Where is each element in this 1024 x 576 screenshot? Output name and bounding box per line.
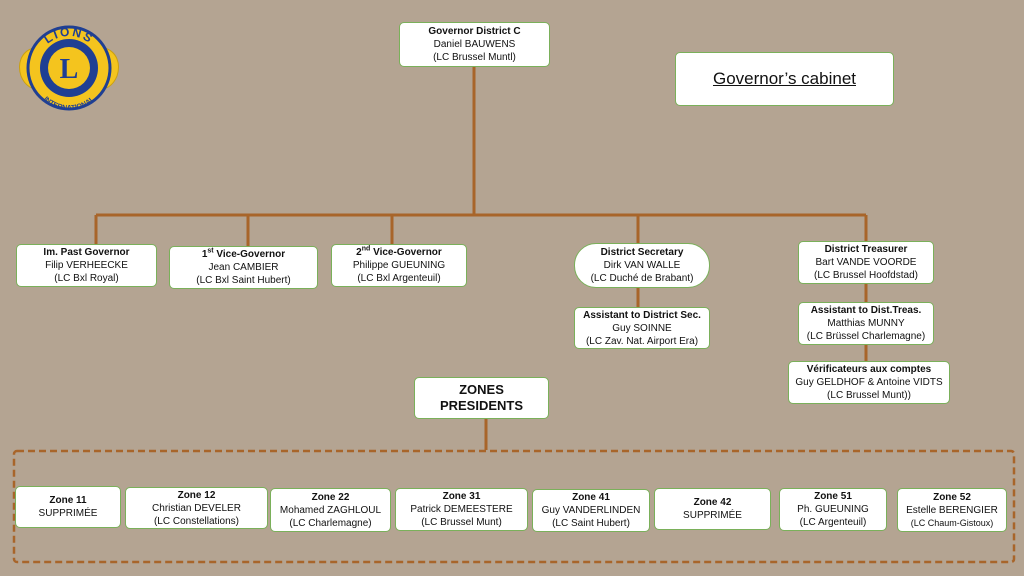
zone-title: Zone 11 xyxy=(49,495,87,506)
vice-governor-1-box: 1st Vice-Governor Jean CAMBIER (LC Bxl S… xyxy=(169,246,318,289)
zone-name: Patrick DEMEESTERE xyxy=(410,504,513,515)
auditors-box: Vérificateurs aux comptes Guy GELDHOF & … xyxy=(788,361,950,404)
officer-name: Filip VERHEECKE xyxy=(45,260,128,271)
officer-title: District Treasurer xyxy=(824,244,908,255)
zone-22-box: Zone 22 Mohamed ZAGHLOUL (LC Charlemagne… xyxy=(270,488,391,532)
governor-box: Governor District C Daniel BAUWENS (LC B… xyxy=(399,22,550,67)
officer-club: (LC Brussel Hoofdstad) xyxy=(814,270,918,281)
governor-title: Governor District C xyxy=(428,26,521,37)
vice-governor-2-box: 2nd Vice-Governor Philippe GUEUNING (LC … xyxy=(331,244,467,287)
zones-dashed-frame xyxy=(12,449,1016,564)
cabinet-title: Governor’s cabinet xyxy=(712,69,856,88)
logo-text-top: LIONS xyxy=(41,25,96,47)
zone-club: (LC Brussel Munt) xyxy=(421,517,502,528)
officer-club: (LC Bxl Saint Hubert) xyxy=(196,275,291,286)
assistant-secretary-title: Assistant to District Sec. xyxy=(583,309,701,321)
zone-title: Zone 42 xyxy=(693,497,732,508)
zone-club: (LC Charlemagne) xyxy=(289,517,372,529)
governor-name: Daniel BAUWENS xyxy=(433,39,516,50)
zone-club: (LC Chaum-Gistoux) xyxy=(910,517,994,528)
zone-12-box: Zone 12 Christian DEVELER (LC Constellat… xyxy=(125,487,268,529)
zones-title-line1: ZONES xyxy=(459,382,504,397)
assistant-treasurer-club: (LC Brüssel Charlemagne) xyxy=(806,331,926,342)
lions-logo: L LIONS INTERNATIONAL xyxy=(19,25,119,112)
zone-name: Mohamed ZAGHLOUL xyxy=(279,504,382,516)
officer-title: 1st Vice-Governor xyxy=(201,247,286,260)
zone-title: Zone 12 xyxy=(177,489,216,501)
zone-title: Zone 31 xyxy=(442,491,481,502)
zone-title: Zone 41 xyxy=(572,492,610,503)
assistant-treasurer-name: Matthias MUNNY xyxy=(827,318,905,329)
officer-title: Im. Past Governor xyxy=(43,247,130,258)
zone-52-box: Zone 52 Estelle BERENGIER (LC Chaum-Gist… xyxy=(897,488,1007,532)
officer-name: Bart VANDE VOORDE xyxy=(815,257,917,268)
zone-title: Zone 22 xyxy=(311,491,350,503)
zones-presidents-box: ZONES PRESIDENTS xyxy=(414,377,549,419)
cabinet-title-box: Governor’s cabinet xyxy=(675,52,894,106)
zone-name: Estelle BERENGIER xyxy=(906,504,998,516)
zone-41-box: Zone 41 Guy VANDERLINDEN (LC Saint Huber… xyxy=(532,489,650,532)
zone-name: Guy VANDERLINDEN xyxy=(541,505,641,516)
zone-club: (LC Argenteuil) xyxy=(799,517,867,528)
zone-title: Zone 51 xyxy=(814,491,852,502)
auditors-name: Guy GELDHOF & Antoine VIDTS xyxy=(795,377,943,388)
assistant-secretary-club: (LC Zav. Nat. Airport Era) xyxy=(585,335,699,347)
officer-club: (LC Bxl Argenteuil) xyxy=(357,273,441,284)
auditors-title: Vérificateurs aux comptes xyxy=(806,364,932,375)
assistant-treasurer-title: Assistant to Dist.Treas. xyxy=(810,305,922,316)
officer-club: (LC Bxl Royal) xyxy=(54,273,119,284)
governor-club: (LC Brussel Muntl) xyxy=(433,52,516,63)
officer-title: District Secretary xyxy=(600,247,684,258)
zones-title-line2: PRESIDENTS xyxy=(439,398,524,413)
assistant-secretary-name: Guy SOINNE xyxy=(612,322,672,334)
zone-club: (LC Saint Hubert) xyxy=(552,518,630,529)
officer-name: Dirk VAN WALLE xyxy=(603,260,681,271)
zone-title: Zone 52 xyxy=(933,491,971,503)
zone-name: Christian DEVELER xyxy=(152,502,241,514)
zone-42-box: Zone 42 SUPPRIMÉE xyxy=(654,488,771,530)
zone-name: SUPPRIMÉE xyxy=(38,508,98,519)
district-secretary-box: District Secretary Dirk VAN WALLE (LC Du… xyxy=(574,243,710,288)
zone-club: (LC Constellations) xyxy=(153,515,240,527)
assistant-treasurer-box: Assistant to Dist.Treas. Matthias MUNNY … xyxy=(798,302,934,345)
zone-31-box: Zone 31 Patrick DEMEESTERE (LC Brussel M… xyxy=(395,488,528,531)
officer-name: Philippe GUEUNING xyxy=(352,260,446,271)
zone-name: Ph. GUEUNING xyxy=(797,504,869,515)
officer-club: (LC Duché de Brabant) xyxy=(590,273,694,284)
logo-letter: L xyxy=(60,54,79,85)
zone-51-box: Zone 51 Ph. GUEUNING (LC Argenteuil) xyxy=(779,488,887,531)
district-treasurer-box: District Treasurer Bart VANDE VOORDE (LC… xyxy=(798,241,934,284)
zone-11-box: Zone 11 SUPPRIMÉE xyxy=(15,486,121,528)
officer-name: Jean CAMBIER xyxy=(208,262,279,273)
assistant-secretary-box: Assistant to District Sec. Guy SOINNE (L… xyxy=(574,307,710,349)
officer-title: 2nd Vice-Governor xyxy=(356,245,442,258)
zone-name: SUPPRIMÉE xyxy=(683,510,742,521)
past-governor-box: Im. Past Governor Filip VERHEECKE (LC Bx… xyxy=(16,244,157,287)
auditors-club: (LC Brussel Munt)) xyxy=(827,390,911,401)
